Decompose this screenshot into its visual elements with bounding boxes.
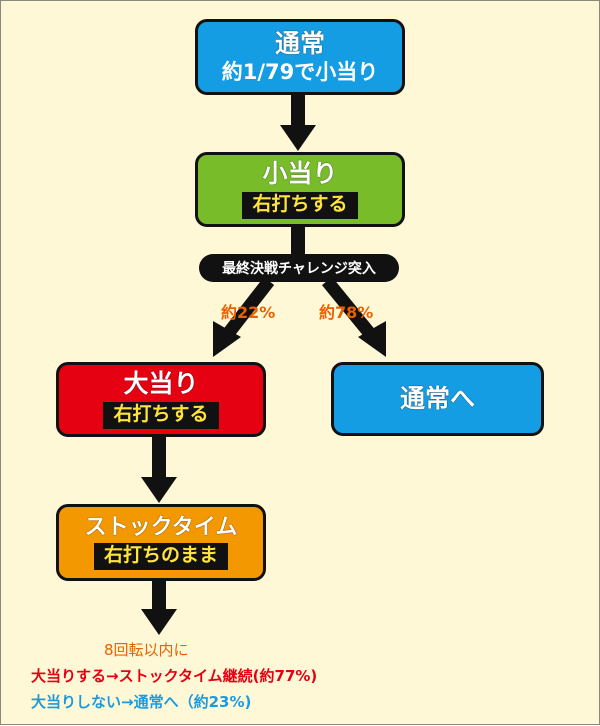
arrow-challenge-to-normal [321,276,386,357]
node-big-hit-title: 大当り [123,369,199,399]
node-to-normal: 通常へ [331,362,544,436]
footer-line3: 大当りしない→通常へ（約23%) [31,693,252,711]
arrow-challenge-to-big-hit [213,277,275,357]
arrow-big-hit-to-stock-time [141,435,177,503]
arrow-normal-to-small-hit [280,93,316,151]
node-small-hit-title: 小当り [262,159,338,189]
prob-left: 約22% [221,303,276,322]
node-small-hit: 小当り 右打ちする [195,152,405,227]
arrow-small-hit-to-challenge [291,225,305,255]
prob-right: 約78% [319,303,374,322]
footer-line2: 大当りする→ストックタイム継続(約77%) [31,667,318,685]
node-stock-time: ストックタイム 右打ちのまま [56,504,266,581]
node-normal: 通常 約1/79で小当り [195,19,405,95]
footer-line1: 8回転以内に [104,641,189,659]
arrow-stock-time-to-result [141,579,177,635]
node-to-normal-title: 通常へ [399,383,475,413]
node-big-hit: 大当り 右打ちする [56,362,266,437]
node-normal-sub: 約1/79で小当り [221,60,379,85]
node-stock-time-tag: 右打ちのまま [93,543,228,571]
node-normal-title: 通常 [274,28,325,58]
node-small-hit-tag: 右打ちする [242,191,358,219]
node-stock-time-title: ストックタイム [84,514,238,540]
node-big-hit-tag: 右打ちする [103,401,219,429]
challenge-label: 最終決戦チャレンジ突入 [199,254,399,282]
